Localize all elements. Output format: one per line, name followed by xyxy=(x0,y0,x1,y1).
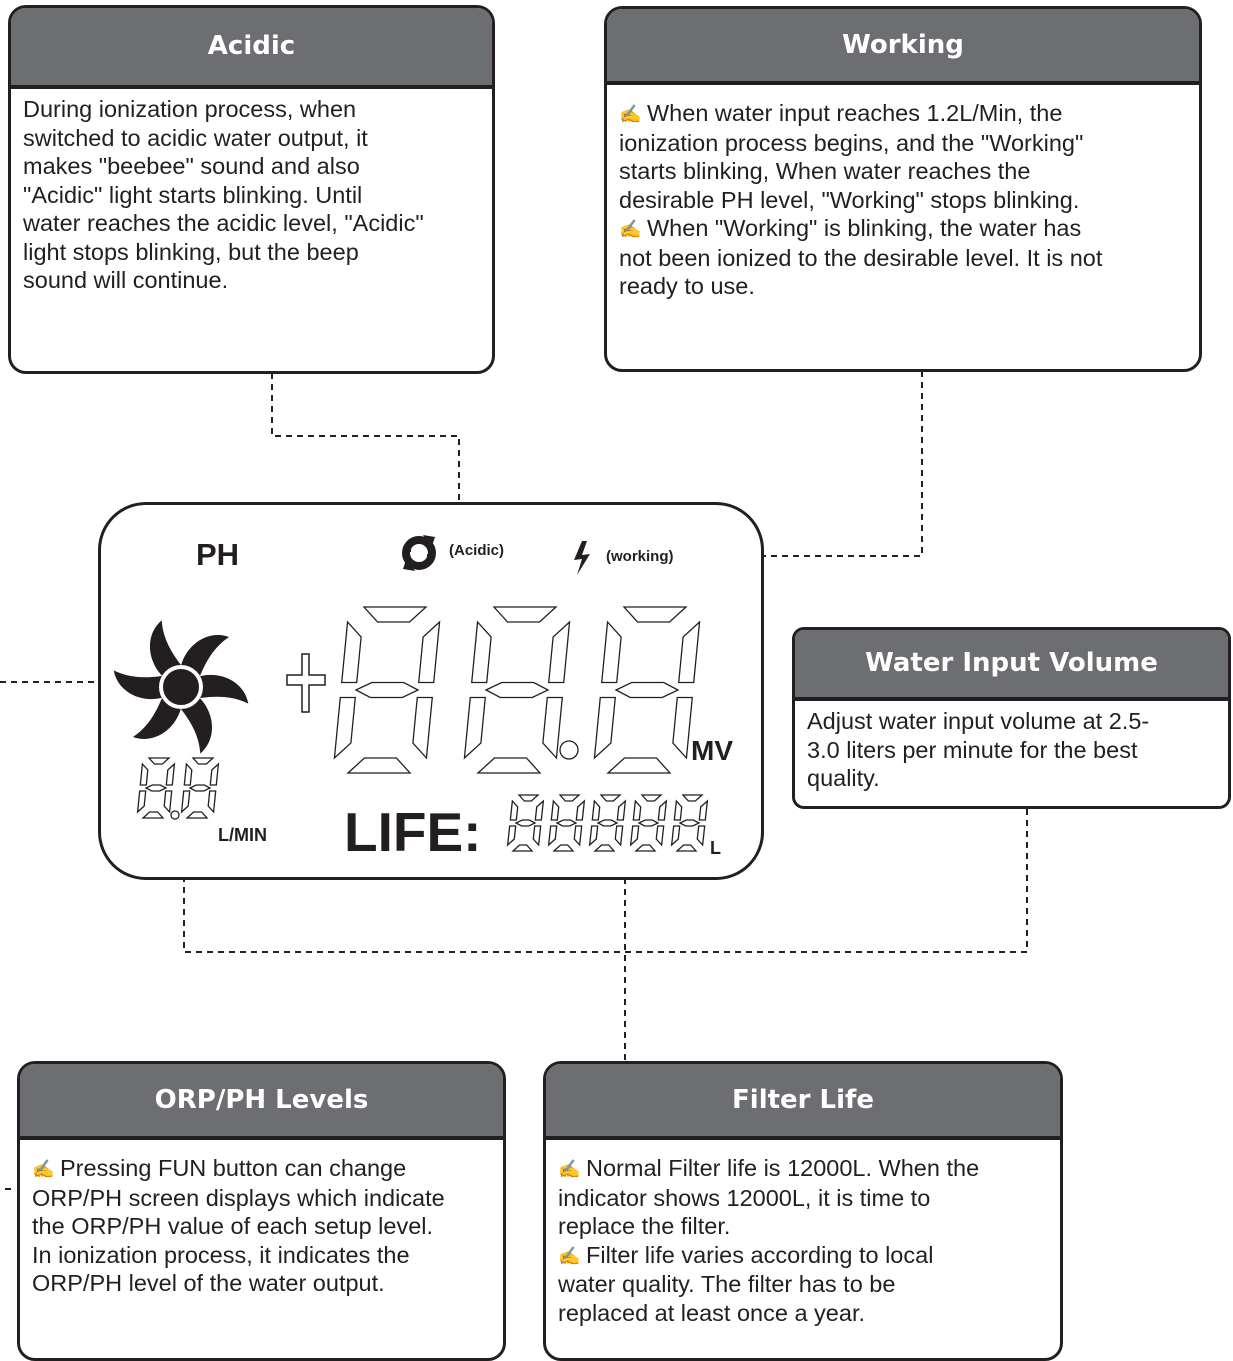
callout-line: Adjust water input volume at 2.5- xyxy=(807,708,1150,734)
callout-bullet-line: ✍Filter life varies according to local xyxy=(558,1241,1048,1271)
main-decimal-dot xyxy=(559,740,579,760)
lcd-mv-unit: MV xyxy=(691,735,733,766)
flow-decimal-dot xyxy=(170,810,180,820)
acidic-cycle-icon xyxy=(402,535,436,571)
lcd-acidic-label: (Acidic) xyxy=(449,542,505,559)
flow-digit xyxy=(180,757,220,819)
callout-filter-life-title: Filter Life xyxy=(546,1064,1060,1140)
lcd-working-label: (working) xyxy=(606,548,674,565)
lcd-life-label: LIFE: xyxy=(344,801,482,863)
callout-orp-ph-body: ✍Pressing FUN button can change ORP/PH s… xyxy=(20,1140,503,1298)
lcd-graphics xyxy=(113,535,709,852)
callout-working: Working ✍When water input reaches 1.2L/M… xyxy=(604,6,1202,372)
callout-line: "Acidic" light starts blinking. Until xyxy=(23,181,363,208)
connector-acidic xyxy=(271,373,460,540)
pen-bullet-icon: ✍ xyxy=(558,1245,581,1266)
main-digit xyxy=(333,606,441,774)
lcd-flow-unit: L/MIN xyxy=(218,825,267,845)
callout-line: the ORP/PH value of each setup level. xyxy=(32,1213,434,1239)
callout-line: sound will continue. xyxy=(23,267,229,293)
callout-bullet-line: ✍Normal Filter life is 12000L. When the xyxy=(558,1154,1048,1184)
callout-acidic-body: During ionization process, when switched… xyxy=(11,89,492,295)
life-digit xyxy=(506,794,545,852)
callout-water-input-body: Adjust water input volume at 2.5- 3.0 li… xyxy=(795,701,1228,793)
callout-line: switched to acidic water output, it xyxy=(23,124,368,151)
callout-line: replace the filter. xyxy=(558,1213,731,1239)
callout-orp-ph-title: ORP/PH Levels xyxy=(20,1064,503,1140)
callout-bullet-line: ✍Pressing FUN button can change xyxy=(32,1154,491,1184)
lcd-life-unit: L xyxy=(710,838,721,858)
callout-line: desirable PH level, "Working" stops blin… xyxy=(619,186,1080,213)
connector-water-input xyxy=(183,809,1028,953)
lcd-ph-label: PH xyxy=(196,537,240,572)
pen-bullet-icon: ✍ xyxy=(619,104,642,124)
callout-water-input: Water Input Volume Adjust water input vo… xyxy=(792,627,1231,809)
callout-line: When "Working" is blinking, the water ha… xyxy=(647,215,1082,241)
callout-line: In ionization process, it indicates the xyxy=(32,1241,410,1268)
callout-line: indicator shows 12000L, it is time to xyxy=(558,1184,931,1211)
life-digit xyxy=(547,794,586,852)
callout-acidic: Acidic During ionization process, when s… xyxy=(8,5,495,374)
life-digit xyxy=(588,794,627,852)
lcd-display: PH (Acidic) (working) MV L/MIN LIFE: L xyxy=(98,502,764,880)
callout-line: Pressing FUN button can change xyxy=(60,1155,407,1181)
callout-orp-ph: ORP/PH Levels ✍Pressing FUN button can c… xyxy=(17,1061,506,1361)
callout-bullet-line: ✍When water input reaches 1.2L/Min, the xyxy=(619,99,1187,129)
callout-line: makes "beebee" sound and also xyxy=(23,153,360,179)
callout-working-title: Working xyxy=(607,9,1199,85)
callout-line: When water input reaches 1.2L/Min, the xyxy=(647,100,1063,126)
life-digit xyxy=(629,794,668,852)
callout-filter-life-body: ✍Normal Filter life is 12000L. When the … xyxy=(546,1140,1060,1327)
callout-water-input-title: Water Input Volume xyxy=(795,630,1228,701)
callout-line: 3.0 liters per minute for the best xyxy=(807,736,1138,763)
callout-line: During ionization process, when xyxy=(23,96,357,122)
callout-working-body: ✍When water input reaches 1.2L/Min, the … xyxy=(607,85,1199,301)
pen-bullet-icon: ✍ xyxy=(558,1159,581,1179)
callout-line: water quality. The filter has to be xyxy=(558,1271,896,1297)
callout-line: replaced at least once a year. xyxy=(558,1299,866,1326)
callout-line: Filter life varies according to local xyxy=(586,1241,934,1268)
plus-minus-icon xyxy=(286,653,326,713)
callout-line: ionization process begins, and the "Work… xyxy=(619,129,1084,156)
callout-acidic-title: Acidic xyxy=(11,8,492,89)
callout-line: quality. xyxy=(807,765,880,791)
callout-line: ORP/PH level of the water output. xyxy=(32,1270,385,1296)
pen-bullet-icon: ✍ xyxy=(619,219,642,239)
callout-line: ORP/PH screen displays which indicate xyxy=(32,1184,445,1211)
callout-line: light stops blinking, but the beep xyxy=(23,238,359,265)
lightning-icon xyxy=(574,541,590,575)
main-digit xyxy=(593,606,701,774)
callout-filter-life: Filter Life ✍Normal Filter life is 12000… xyxy=(543,1061,1063,1361)
callout-bullet-line: ✍When "Working" is blinking, the water h… xyxy=(619,214,1187,244)
callout-line: not been ionized to the desirable level.… xyxy=(619,244,1103,271)
callout-line: ready to use. xyxy=(619,273,755,299)
pen-bullet-icon: ✍ xyxy=(32,1159,55,1179)
callout-line: water reaches the acidic level, "Acidic" xyxy=(23,210,424,236)
callout-line: starts blinking, When water reaches the xyxy=(619,158,1031,184)
main-digit xyxy=(463,606,571,774)
flow-digit xyxy=(136,757,176,819)
fan-icon xyxy=(113,620,249,754)
life-digit xyxy=(670,794,709,852)
callout-line: Normal Filter life is 12000L. When the xyxy=(586,1155,980,1181)
